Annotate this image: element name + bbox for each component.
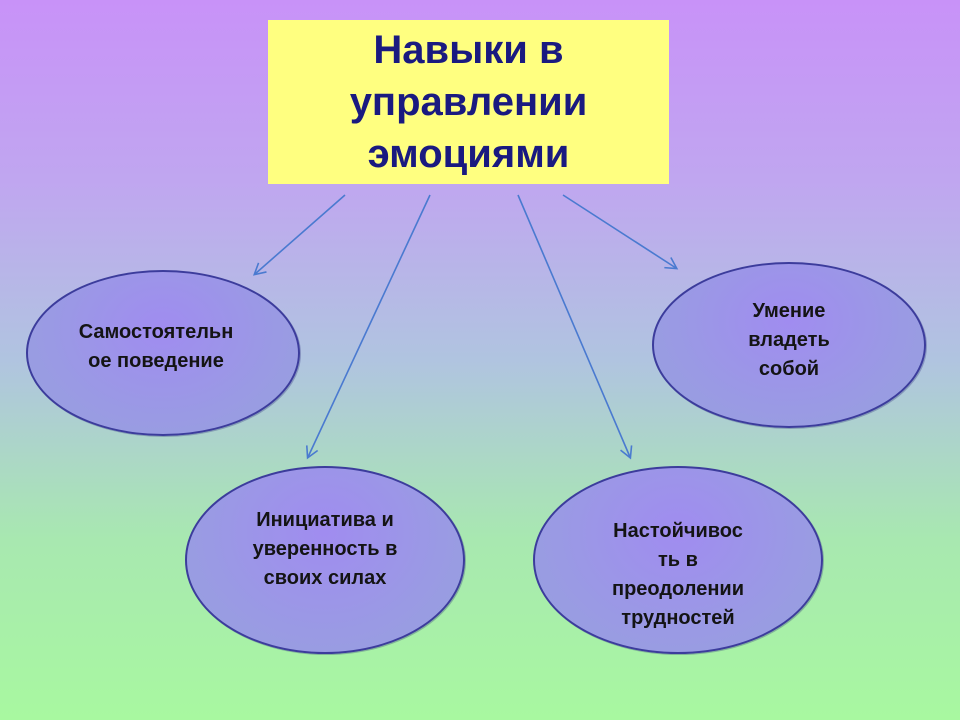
node-label: Умение владеть собой [748,299,830,380]
node-independent-behavior: Самостоятельн ое поведение [26,270,300,436]
node-initiative-confidence: Инициатива и уверенность в своих силах [185,466,465,654]
title-box: Навыки в управлении эмоциями [268,20,669,184]
arrow-to-independent-behavior [252,194,346,276]
arrow-to-persistence [517,194,633,460]
arrow-to-initiative-confidence [305,194,431,460]
diagram-title: Навыки в управлении эмоциями [349,28,588,176]
node-persistence: Настойчивос ть в преодолении трудностей [533,466,823,654]
arrow-to-self-control [562,194,679,270]
node-label: Инициатива и уверенность в своих силах [252,508,398,589]
node-label: Настойчивос ть в преодолении трудностей [611,520,745,629]
node-self-control: Умение владеть собой [652,262,926,428]
node-label: Самостоятельн ое поведение [78,321,234,372]
